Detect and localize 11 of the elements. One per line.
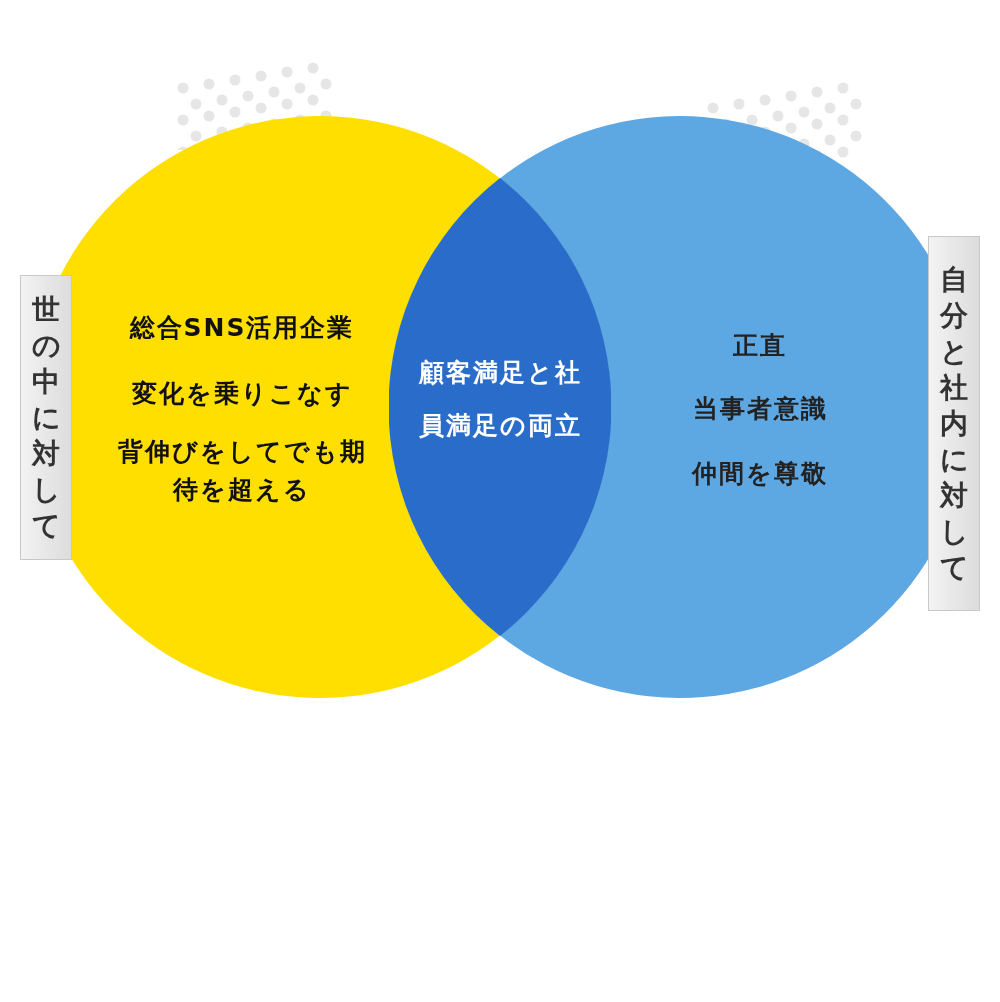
overlap-text: 顧客満足と社員満足の両立 xyxy=(417,357,583,442)
circle-text: 当事者意識 xyxy=(691,393,829,425)
tab-label: 世の中に対して xyxy=(31,291,61,544)
circle-text: 変化を乗りこなす xyxy=(130,378,354,410)
circle-text: 正直 xyxy=(732,330,788,362)
circle-text: 総合SNS活用企業 xyxy=(128,312,356,344)
side-tab xyxy=(928,236,980,611)
circle-text: 背伸びをしてでも期待を超える xyxy=(117,436,367,506)
side-tab xyxy=(20,275,72,560)
circle-text: 仲間を尊敬 xyxy=(690,458,829,490)
tab-label: 自分と社内に対して xyxy=(939,261,969,586)
